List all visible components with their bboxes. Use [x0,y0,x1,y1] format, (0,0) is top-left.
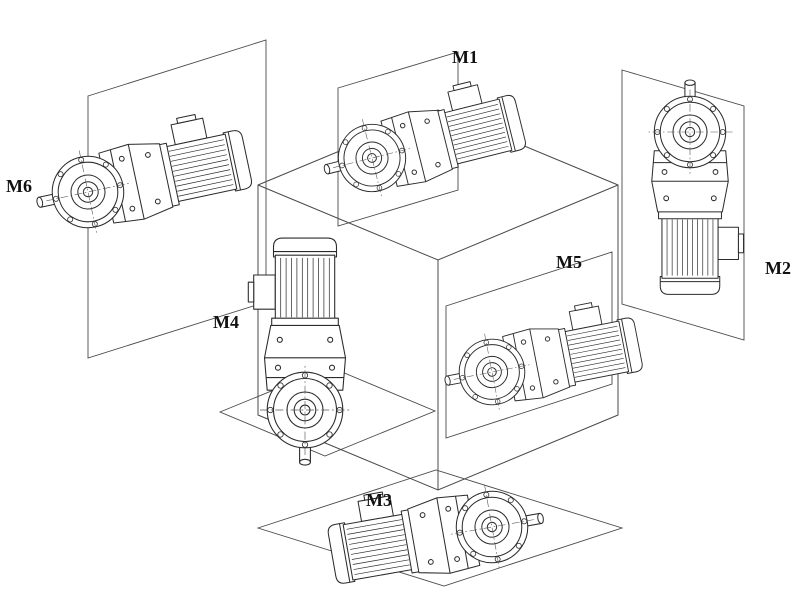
gearmotor-m5-drawing [435,294,647,420]
gearmotor-m1-drawing [311,71,531,210]
label-m3: M3 [366,490,392,510]
mounting-plane-m2 [621,69,745,341]
gearmotor-m4-drawing [247,237,351,466]
gearmotor-m3-drawing [322,464,552,598]
label-m1: M1 [452,47,478,67]
mounting-plane-m1 [337,51,459,227]
gearmotor-m2-drawing [646,79,745,295]
gearmotor-m6-drawing [25,105,257,245]
mounting-plane-m5 [445,251,613,439]
isometric-cube [257,109,619,491]
label-m6: M6 [6,176,32,196]
label-m2: M2 [765,258,791,278]
label-m4: M4 [213,312,239,332]
label-m5: M5 [556,252,582,272]
